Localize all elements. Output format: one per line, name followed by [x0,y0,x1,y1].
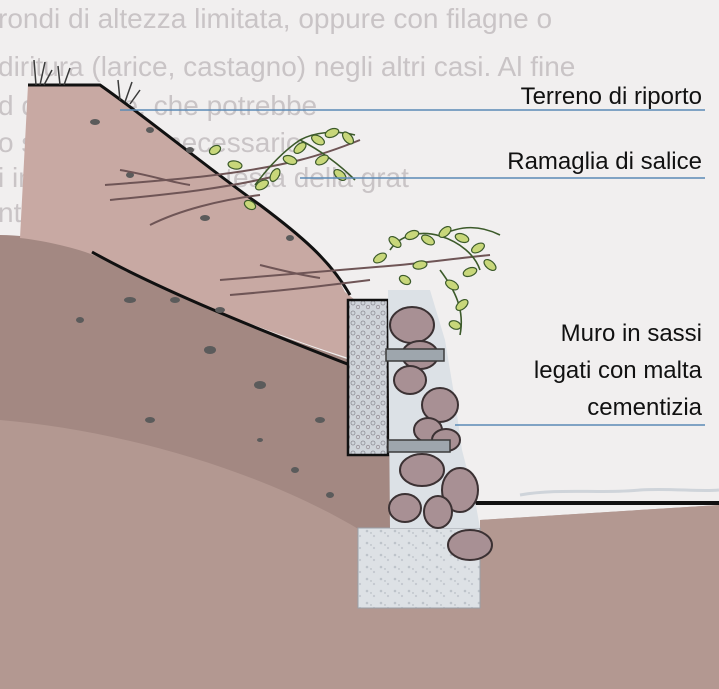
gravel-drainage [346,298,390,457]
label-wall-line-3: cementizia [587,394,702,421]
label-wall-line-1: Muro in sassi [561,320,702,347]
drain-pipe-upper [385,348,445,362]
bleed-line-2: diritura (larice, castagno) negli altri … [0,51,575,82]
drain-pipe-lower [387,439,451,453]
label-willow-branches: Ramaglia di salice [507,148,702,175]
grass-tufts [33,59,141,105]
leader-lines [120,109,705,426]
diagram-labels: Terreno di riporto Ramaglia di salice Mu… [507,83,702,421]
stone-wall [385,290,493,561]
toe-grass [519,487,719,497]
bleed-line-1: rondi di altezza limitata, oppure con fi… [0,3,552,34]
willow-leaves [208,127,497,330]
label-topsoil: Terreno di riporto [521,83,702,110]
willow-brushwood [104,127,501,336]
soil-pebbles [76,119,334,498]
label-wall-line-2: legati con malta [534,357,703,384]
